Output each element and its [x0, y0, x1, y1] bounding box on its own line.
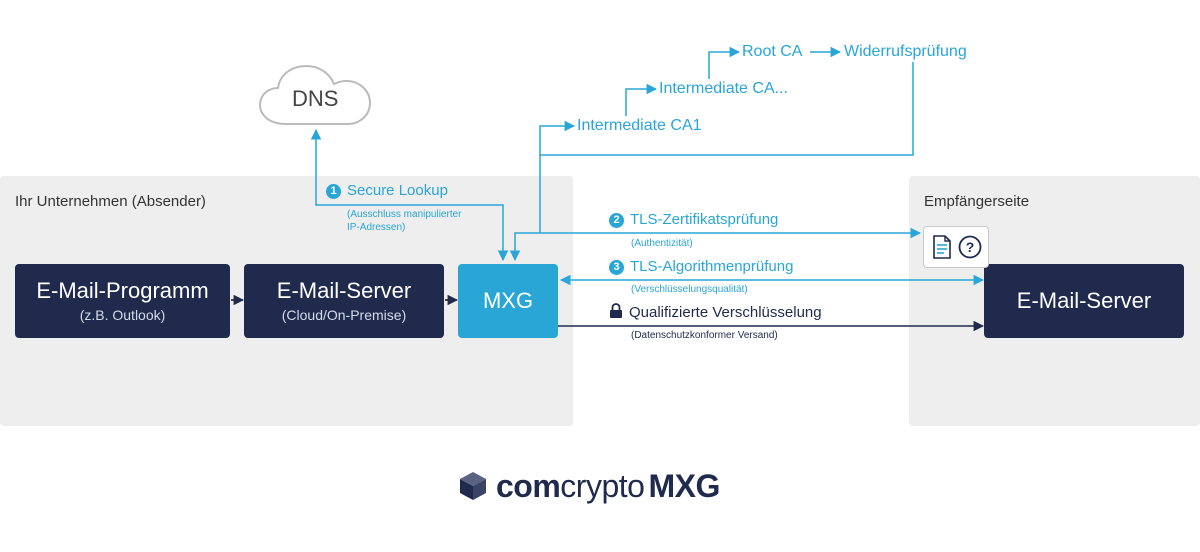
tls-cert-text: TLS-Zertifikatsprüfung — [630, 211, 779, 228]
encryption-text: Qualifizierte Verschlüsselung — [629, 304, 822, 321]
secure-lookup-sub-1: (Ausschluss manipulierter — [347, 209, 462, 220]
arrow-to-ca-more — [625, 83, 658, 116]
encryption-sub: (Datenschutzkonformer Versand) — [631, 330, 778, 341]
logo-part-com: com — [496, 467, 561, 504]
step-2-badge: 2 — [609, 213, 624, 228]
recipient-server-box: E-Mail-Server — [984, 264, 1184, 338]
revocation-return-line — [540, 62, 914, 156]
tls-algo-sub: (Verschlüsselungsqualität) — [631, 284, 748, 295]
cube-logo-icon — [460, 472, 486, 500]
secure-lookup-label: 1 Secure Lookup — [326, 182, 448, 199]
mail-server-subtitle: (Cloud/On-Premise) — [281, 307, 407, 323]
revocation-label: Widerrufsprüfung — [844, 43, 967, 60]
root-ca-label: Root CA — [742, 43, 803, 60]
tls-algo-text: TLS-Algorithmenprüfung — [630, 258, 794, 275]
mail-server-title: E-Mail-Server — [276, 278, 412, 303]
secure-lookup-text: Secure Lookup — [347, 182, 448, 199]
cloud-icon — [258, 64, 372, 125]
tls-cert-sub: (Authentizität) — [631, 238, 693, 249]
mail-client-box: E-Mail-Programm (z.B. Outlook) — [15, 264, 230, 338]
step-3-badge: 3 — [609, 260, 624, 275]
arrow-secure-lookup — [310, 128, 509, 262]
recipient-zone-label: Empfängerseite — [924, 193, 1030, 210]
sender-zone-label: Ihr Unternehmen (Absender) — [15, 193, 206, 210]
question-icon: ? — [958, 235, 982, 259]
tls-algo-label: 3 TLS-Algorithmenprüfung — [609, 258, 793, 275]
lock-icon — [610, 303, 622, 318]
logo-part-crypto: crypto — [560, 467, 645, 504]
step-1-badge: 1 — [326, 184, 341, 199]
mxg-title: MXG — [482, 288, 534, 313]
svg-text:?: ? — [966, 239, 975, 255]
encryption-label: Qualifizierte Verschlüsselung — [609, 303, 822, 321]
mxg-box: MXG — [458, 264, 558, 338]
certificate-icon — [933, 235, 951, 259]
certificate-check-box: ? — [923, 226, 989, 268]
arrow-tls-cert — [509, 227, 922, 262]
tls-cert-label: 2 TLS-Zertifikatsprüfung — [609, 211, 778, 228]
arrow-to-root — [708, 46, 741, 79]
mail-server-box: E-Mail-Server (Cloud/On-Premise) — [244, 264, 444, 338]
recipient-server-title: E-Mail-Server — [1016, 288, 1152, 313]
arrow-to-ca1 — [539, 120, 576, 233]
mail-client-title: E-Mail-Programm — [36, 278, 209, 303]
logo-part-mxg: MXG — [648, 467, 720, 504]
ca-more-label: Intermediate CA... — [659, 80, 788, 97]
dns-label: DNS — [292, 86, 339, 111]
mail-client-subtitle: (z.B. Outlook) — [79, 307, 166, 323]
secure-lookup-sub-2: IP-Adressen) — [347, 222, 406, 233]
ca1-label: Intermediate CA1 — [577, 117, 702, 134]
